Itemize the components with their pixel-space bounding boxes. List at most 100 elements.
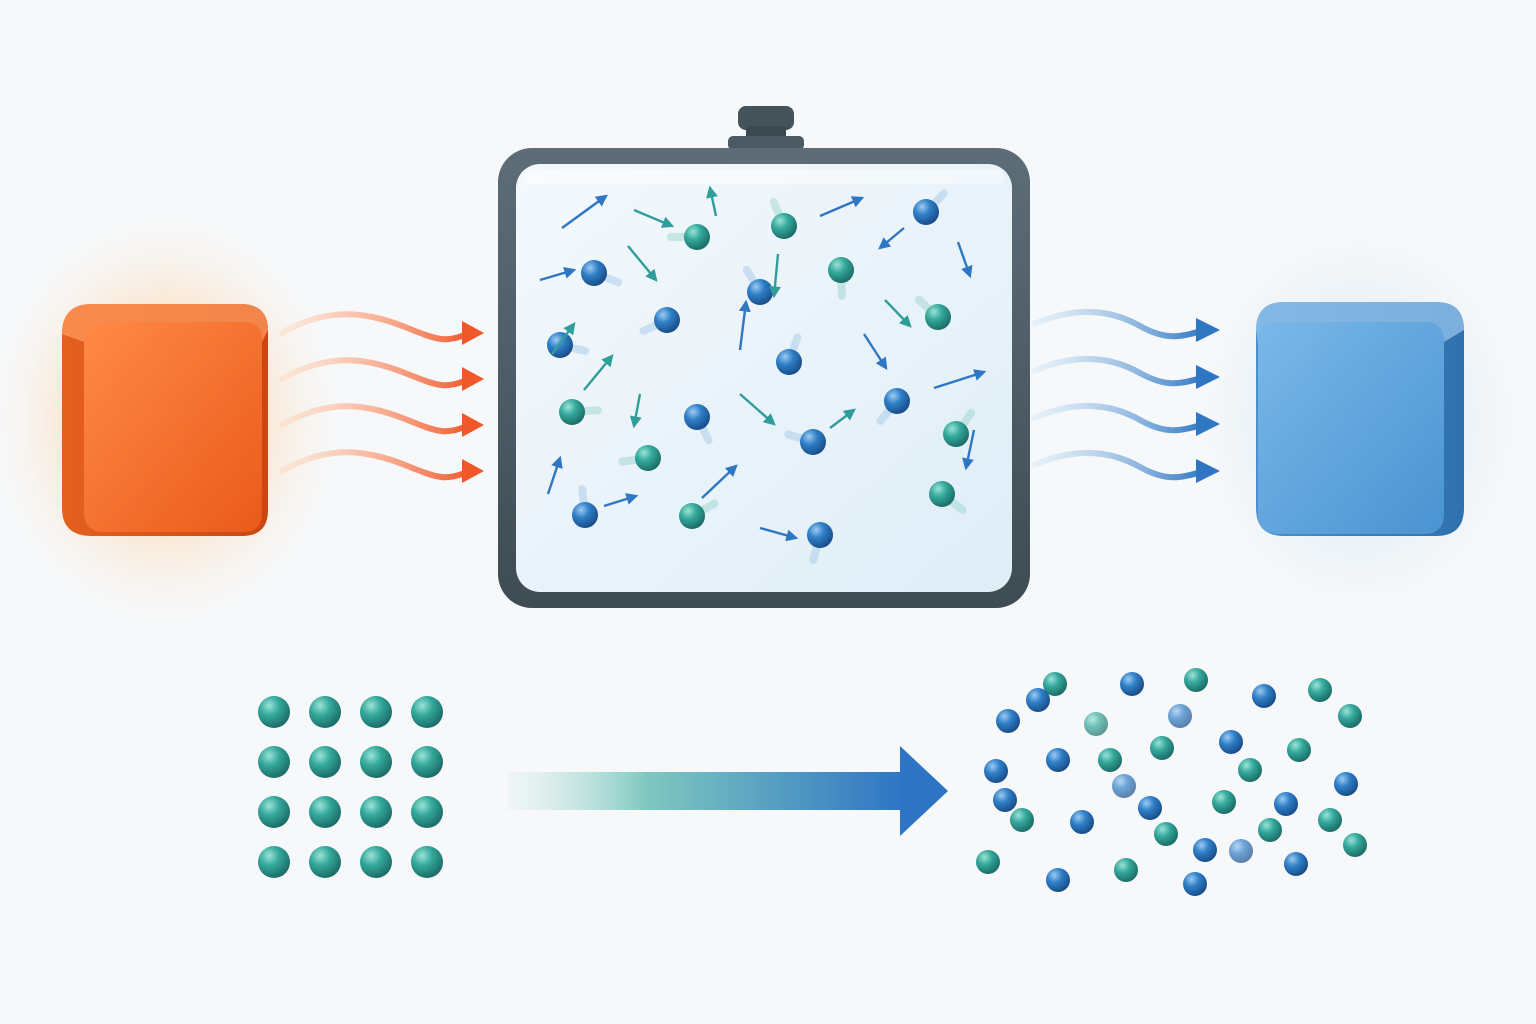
- lattice-particle: [258, 696, 290, 728]
- heat-in-arrow: [279, 449, 473, 481]
- lattice-particle: [411, 696, 443, 728]
- teal-free-particle: [1308, 678, 1332, 702]
- teal-free-particle: [1184, 668, 1208, 692]
- container-glass: [516, 164, 1012, 592]
- blue-gas-particle: [654, 307, 680, 333]
- blue-gas-particle: [684, 404, 710, 430]
- teal-gas-particle: [559, 399, 585, 425]
- teal-free-particle: [1154, 822, 1178, 846]
- lattice-particle: [360, 796, 392, 828]
- ordered-lattice: [258, 696, 443, 878]
- heat-in-arrow-head: [462, 459, 484, 483]
- heat-out-arrow-head: [1196, 459, 1220, 483]
- blue-gas-particle: [747, 279, 773, 305]
- velocity-arrow: [546, 455, 563, 495]
- heat-out-arrow-head: [1196, 318, 1220, 342]
- blue-free-particle: [1334, 772, 1358, 796]
- blue-free-particle: [1138, 796, 1162, 820]
- cold-sink: [1190, 220, 1530, 620]
- lattice-particle: [309, 696, 341, 728]
- blue-gas-particle: [776, 349, 802, 375]
- velocity-arrow: [627, 245, 658, 282]
- blue-free-particle: [1219, 730, 1243, 754]
- teal-gas-particle: [828, 257, 854, 283]
- velocity-arrow: [633, 208, 675, 228]
- velocity-arrow: [539, 266, 577, 282]
- teal-free-particle: [1258, 818, 1282, 842]
- teal-free-particle: [1098, 748, 1122, 772]
- lattice-particle: [309, 846, 341, 878]
- lattice-particle: [258, 796, 290, 828]
- blue-free-particle: [1168, 704, 1192, 728]
- sealed-gas-container-icon: [498, 106, 1030, 608]
- velocity-arrow: [933, 369, 987, 390]
- blue-free-particle: [1229, 839, 1253, 863]
- blue-gas-particle: [807, 522, 833, 548]
- velocity-arrow: [878, 227, 905, 250]
- lattice-particle: [309, 796, 341, 828]
- velocity-arrow: [583, 354, 614, 391]
- lattice-particle: [411, 846, 443, 878]
- blue-free-particle: [1026, 688, 1050, 712]
- velocity-arrow: [829, 408, 856, 429]
- teal-free-particle: [1318, 808, 1342, 832]
- lattice-particle: [411, 796, 443, 828]
- blue-gas-particle: [800, 429, 826, 455]
- teal-free-particle: [1084, 712, 1108, 736]
- heat-in-arrow: [279, 357, 473, 389]
- heat-in-arrows: [279, 311, 484, 483]
- teal-gas-particle: [684, 224, 710, 250]
- heat-out-arrow: [1031, 403, 1207, 434]
- blue-free-particle: [1046, 868, 1070, 892]
- blue-free-particle: [1120, 672, 1144, 696]
- teal-free-particle: [1150, 736, 1174, 760]
- teal-gas-particle: [943, 421, 969, 447]
- teal-gas-particle: [929, 481, 955, 507]
- velocity-arrow: [862, 333, 888, 371]
- blue-free-particle: [1274, 792, 1298, 816]
- blue-free-particle: [984, 759, 1008, 783]
- teal-free-particle: [976, 850, 1000, 874]
- heat-out-arrow: [1031, 309, 1207, 340]
- lattice-particle: [309, 746, 341, 778]
- heat-out-arrow: [1031, 356, 1207, 387]
- blue-gas-particle: [581, 260, 607, 286]
- lattice-particle: [360, 846, 392, 878]
- velocity-arrow: [884, 299, 912, 328]
- container-valve-base: [728, 136, 804, 150]
- blue-free-particle: [1183, 872, 1207, 896]
- velocity-arrow: [561, 194, 608, 229]
- velocity-arrow: [768, 253, 781, 299]
- lattice-particle: [360, 696, 392, 728]
- teal-free-particle: [1338, 704, 1362, 728]
- blue-gas-particle: [884, 388, 910, 414]
- teal-free-particle: [1212, 790, 1236, 814]
- lattice-particle: [411, 746, 443, 778]
- heat-in-arrow: [279, 311, 473, 343]
- heat-in-arrow-head: [462, 413, 484, 437]
- hot-cube-icon: [62, 304, 268, 536]
- container-glass-highlight: [524, 170, 1004, 184]
- teal-free-particle: [1114, 858, 1138, 882]
- blue-free-particle: [1284, 852, 1308, 876]
- velocity-arrow: [962, 429, 976, 471]
- cold-cube-icon: [1256, 302, 1464, 536]
- heat-out-arrow: [1031, 450, 1207, 481]
- blue-free-particle: [993, 788, 1017, 812]
- heat-in-arrow: [279, 403, 473, 435]
- heat-in-arrow-head: [462, 321, 484, 345]
- lattice-particle: [360, 746, 392, 778]
- teal-free-particle: [1043, 672, 1067, 696]
- transition-arrow-shaft: [508, 772, 904, 810]
- velocity-arrow: [739, 393, 776, 426]
- velocity-arrow: [819, 196, 865, 218]
- disordered-particles: [976, 668, 1367, 896]
- teal-free-particle: [1343, 833, 1367, 857]
- heat-out-arrow-head: [1196, 412, 1220, 436]
- transition-arrow-head: [900, 746, 948, 836]
- velocity-arrow: [701, 464, 738, 499]
- velocity-arrow: [603, 493, 639, 508]
- phase-transition-arrow-icon: [508, 746, 948, 836]
- velocity-arrow: [706, 185, 718, 217]
